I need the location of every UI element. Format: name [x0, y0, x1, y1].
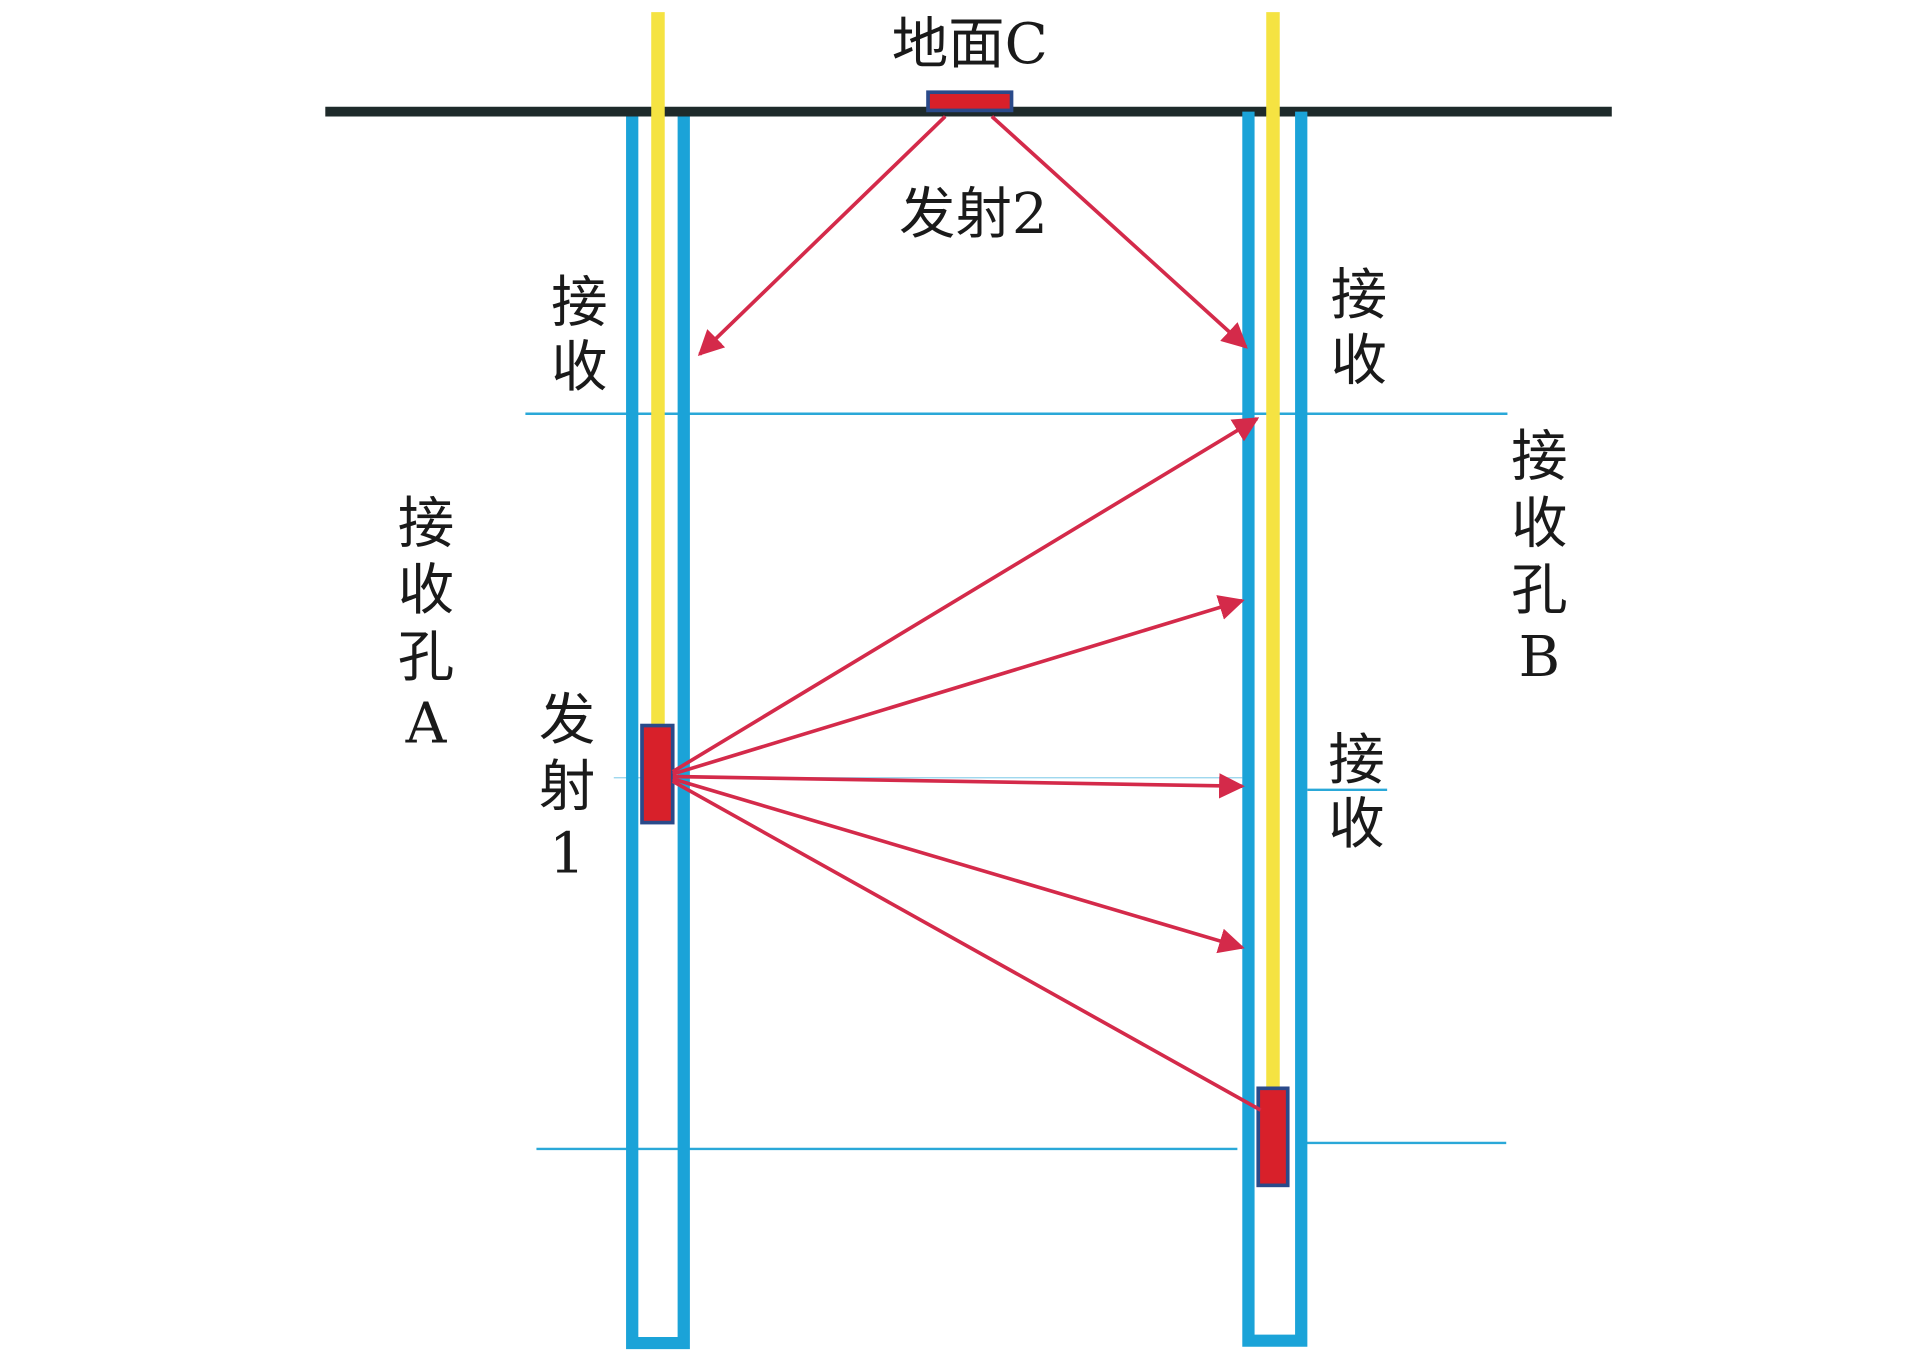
ray-1-c: [672, 773, 1245, 799]
char: 射: [539, 755, 595, 820]
ray-2-to-b: [990, 115, 1248, 349]
transmitter-1: [640, 723, 675, 825]
char: 接: [1331, 264, 1387, 329]
char: A: [405, 692, 448, 757]
receive-label-b-top: 接 收: [1331, 264, 1387, 394]
transmitter-1-label: 发 射 1: [539, 688, 595, 886]
borehole-a: [626, 12, 690, 1350]
ray-1-d: [672, 777, 1245, 954]
char: 孔: [1511, 558, 1567, 623]
char: 接: [551, 271, 607, 336]
char: 接: [1511, 425, 1567, 490]
char: 收: [398, 558, 454, 623]
char: 1: [549, 822, 585, 887]
ray-1-a: [671, 417, 1260, 774]
ground-label: 地面C: [892, 12, 1048, 77]
hole-b-label: 接 收 孔 B: [1511, 425, 1567, 690]
char: 收: [1511, 492, 1567, 557]
char: 接: [398, 492, 454, 557]
ray-1-b: [672, 595, 1245, 776]
char: 发: [539, 688, 595, 753]
ray-2-to-a: [697, 115, 947, 357]
transmitter-2: [926, 90, 1014, 113]
char: 收: [1331, 329, 1387, 394]
char: B: [1519, 625, 1560, 690]
receive-label-a-top: 接 收: [551, 271, 607, 400]
rays: [671, 115, 1262, 1112]
char: 孔: [398, 625, 454, 690]
transmitter-2-label: 发射2: [899, 182, 1048, 247]
receive-label-b-mid: 接 收: [1328, 728, 1384, 857]
hole-a-label: 接 收 孔 A: [398, 492, 454, 757]
receiver-b-probe: [1256, 1086, 1290, 1188]
char: 接: [1328, 728, 1384, 793]
char: 收: [1328, 793, 1384, 858]
ray-1-e: [671, 779, 1262, 1112]
char: 收: [551, 335, 607, 400]
borehole-b: [1242, 12, 1308, 1347]
